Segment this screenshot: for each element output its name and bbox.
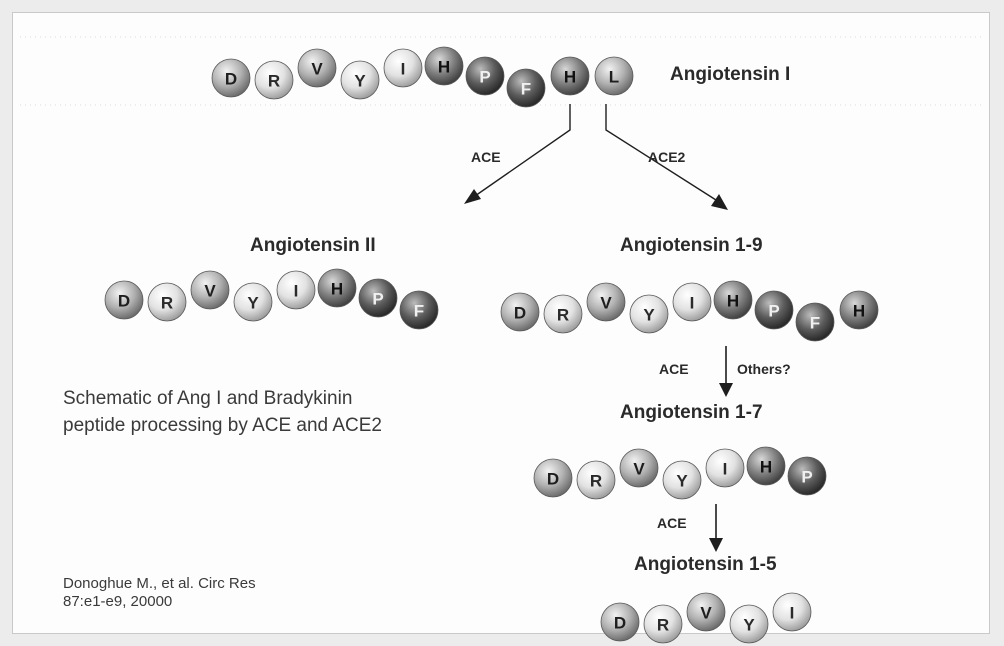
residue-letter: F [414, 302, 424, 321]
residue-letter: D [514, 304, 526, 323]
angiotensin-2-chain: D R V Y I H P F [105, 269, 438, 329]
residue-letter: Y [643, 306, 655, 325]
residue-letter: H [564, 68, 576, 87]
residue-letter: R [557, 306, 569, 325]
residue-letter: R [268, 72, 280, 91]
residue-letter: P [801, 468, 812, 487]
residue-letter: R [161, 294, 173, 313]
residue-letter: H [853, 302, 865, 321]
residue-letter: D [614, 614, 626, 633]
ace-label: ACE [471, 149, 501, 165]
residue-letter: V [700, 604, 712, 623]
angiotensin-1-chain: D R V Y I H P F H L [212, 47, 633, 107]
residue-letter: V [600, 294, 612, 313]
residue-letter: H [760, 458, 772, 477]
residue-letter: I [723, 460, 728, 479]
angiotensin-1-title: Angiotensin I [670, 64, 790, 85]
residue-letter: Y [354, 72, 366, 91]
residue-letter: I [294, 282, 299, 301]
residue-letter: P [372, 290, 383, 309]
residue-letter: Y [247, 294, 259, 313]
residue-letter: F [810, 314, 820, 333]
residue-letter: D [225, 70, 237, 89]
residue-letter: Y [743, 616, 755, 635]
residue-letter: R [657, 616, 669, 635]
angiotensin-1-5-title: Angiotensin 1-5 [634, 554, 777, 575]
residue-letter: I [690, 294, 695, 313]
ang19-to-ang17-arrow [719, 346, 733, 397]
residue-letter: H [331, 280, 343, 299]
ang17-to-ang15-arrow [709, 504, 723, 552]
citation-line-1: Donoghue M., et al. Circ Res [63, 575, 256, 592]
residue-letter: R [590, 472, 602, 491]
residue-letter: F [521, 80, 531, 99]
caption-line-2: peptide processing by ACE and ACE2 [63, 415, 382, 436]
angiotensin-1-9-title: Angiotensin 1-9 [620, 235, 763, 256]
angiotensin-1-7-title: Angiotensin 1-7 [620, 402, 763, 423]
ace-label-ang17: ACE [657, 515, 687, 531]
residue-letter: D [547, 470, 559, 489]
angiotensin-1-9-chain: D R V Y I H P F H [501, 281, 878, 341]
residue-letter: V [204, 282, 216, 301]
others-label: Others? [737, 361, 791, 377]
residue-letter: L [609, 68, 619, 87]
residue-letter: D [118, 292, 130, 311]
residue-letter: V [311, 60, 323, 79]
angiotensin-2-title: Angiotensin II [250, 235, 376, 256]
residue-letter: I [790, 604, 795, 623]
ace-label-ang19: ACE [659, 361, 689, 377]
residue-letter: I [401, 60, 406, 79]
residue-letter: P [768, 302, 779, 321]
residue-letter: V [633, 460, 645, 479]
residue-letter: Y [676, 472, 688, 491]
residue-letter: H [727, 292, 739, 311]
caption-line-1: Schematic of Ang I and Bradykinin [63, 388, 352, 409]
residue-letter: P [479, 68, 490, 87]
ace2-label: ACE2 [648, 149, 686, 165]
residue-letter: H [438, 58, 450, 77]
citation-line-2: 87:e1-e9, 20000 [63, 593, 172, 610]
